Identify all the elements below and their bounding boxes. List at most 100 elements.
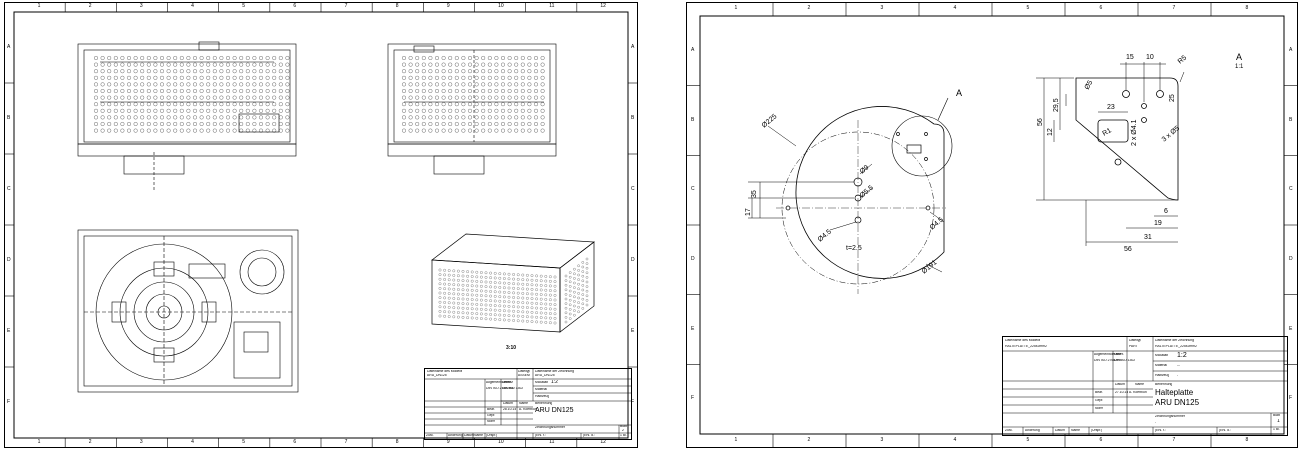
perforation-hole bbox=[577, 301, 580, 304]
perforation-hole bbox=[457, 274, 460, 278]
perforation-hole bbox=[199, 82, 204, 87]
perforation-hole bbox=[107, 121, 112, 126]
perforation-hole bbox=[484, 299, 488, 302]
sheet-count: 1 Bl. bbox=[620, 434, 627, 437]
perforation-hole bbox=[577, 310, 580, 314]
perforation-hole bbox=[484, 280, 488, 284]
perforation-hole bbox=[474, 128, 479, 133]
perforation-hole bbox=[272, 75, 277, 80]
perforation-hole bbox=[179, 82, 184, 87]
grid-col-label-2-bottom: 2 bbox=[807, 437, 811, 443]
perforation-hole bbox=[549, 284, 552, 288]
perforation-hole bbox=[258, 88, 263, 93]
perforation-hole bbox=[461, 288, 465, 292]
perforation-hole bbox=[553, 298, 557, 302]
perforation-hole bbox=[225, 75, 230, 80]
perforation-hole bbox=[225, 108, 230, 113]
perforation-hole bbox=[448, 69, 453, 74]
perforation-hole bbox=[549, 289, 552, 292]
perforation-hole bbox=[146, 88, 151, 93]
perforation-hole bbox=[219, 75, 224, 80]
perforation-hole bbox=[225, 62, 230, 67]
perforation-hole bbox=[585, 271, 589, 275]
perforation-hole bbox=[501, 75, 506, 80]
perforation-hole bbox=[516, 305, 520, 309]
perforation-hole bbox=[514, 102, 519, 107]
grid-col-label-12-top: 12 bbox=[600, 3, 606, 9]
perforation-hole bbox=[461, 283, 465, 287]
perforation-hole bbox=[544, 293, 548, 297]
perforation-hole bbox=[285, 56, 290, 61]
perforation-hole bbox=[225, 128, 230, 133]
perforation-hole bbox=[474, 82, 479, 87]
perforation-hole bbox=[435, 82, 440, 87]
perforation-hole bbox=[568, 271, 572, 274]
grid-row-label-A-right: A bbox=[1289, 46, 1293, 53]
perforation-hole bbox=[539, 311, 543, 315]
perforation-hole bbox=[140, 69, 145, 74]
perforation-hole bbox=[179, 102, 184, 107]
perforation-hole bbox=[487, 108, 492, 113]
perforation-hole bbox=[526, 306, 529, 309]
perforation-hole bbox=[535, 315, 538, 319]
perforation-hole bbox=[408, 56, 413, 61]
perforation-hole bbox=[402, 108, 407, 113]
perforation-hole bbox=[126, 102, 131, 107]
perforation-hole bbox=[474, 75, 479, 80]
perforation-hole bbox=[527, 69, 532, 74]
designation-label: Benennung bbox=[1155, 383, 1173, 386]
perforation-hole bbox=[133, 102, 138, 107]
perforation-hole bbox=[258, 75, 263, 80]
perforation-hole bbox=[285, 69, 290, 74]
perforation-hole bbox=[454, 128, 459, 133]
scale-label: Maßstab bbox=[1155, 354, 1169, 357]
grid-row-label-A-left: A bbox=[691, 46, 695, 53]
perforation-hole bbox=[480, 317, 483, 320]
perforation-hole bbox=[553, 289, 557, 293]
perforation-hole bbox=[245, 56, 250, 61]
perforation-hole bbox=[581, 265, 585, 269]
perforation-hole bbox=[475, 312, 479, 316]
perforation-hole bbox=[447, 282, 451, 286]
perforation-hole bbox=[212, 115, 217, 120]
perforation-hole bbox=[252, 75, 257, 80]
perforation-hole bbox=[126, 88, 131, 93]
perforation-hole bbox=[512, 291, 515, 295]
perforation-hole bbox=[120, 69, 125, 74]
grid-col-label-3-bottom: 3 bbox=[880, 437, 884, 443]
grid-col-label-8-top: 8 bbox=[1245, 5, 1249, 11]
perforation-hole bbox=[206, 62, 211, 67]
perforation-hole bbox=[549, 275, 552, 279]
perforation-hole bbox=[481, 69, 486, 74]
perforation-hole bbox=[153, 82, 158, 87]
doc-type-label: Dateityp bbox=[1129, 339, 1142, 342]
perforation-hole bbox=[475, 303, 479, 306]
perforation-hole bbox=[120, 62, 125, 67]
perforation-hole bbox=[489, 271, 492, 275]
perforation-hole bbox=[481, 62, 486, 67]
perforation-hole bbox=[435, 128, 440, 133]
rev-header-name: Name bbox=[1071, 429, 1081, 432]
perforation-hole bbox=[159, 102, 164, 107]
perforation-hole bbox=[166, 128, 171, 133]
perforation-hole bbox=[443, 278, 446, 281]
perforation-hole bbox=[466, 270, 469, 274]
perforation-hole bbox=[549, 279, 552, 283]
perforation-hole bbox=[481, 128, 486, 133]
perforation-hole bbox=[232, 95, 237, 100]
perforation-hole bbox=[521, 310, 525, 314]
perforation-hole bbox=[232, 108, 237, 113]
perforation-hole bbox=[186, 88, 191, 93]
perforation-hole bbox=[421, 56, 426, 61]
perforation-hole bbox=[470, 298, 474, 301]
perforation-hole bbox=[166, 88, 171, 93]
perforation-hole bbox=[530, 283, 534, 287]
perforation-hole bbox=[186, 95, 191, 100]
perforation-hole bbox=[278, 128, 283, 133]
perforation-hole bbox=[568, 303, 572, 307]
perforation-hole bbox=[487, 75, 492, 80]
perforation-hole bbox=[452, 287, 456, 291]
perforation-hole bbox=[520, 69, 525, 74]
perforation-hole bbox=[153, 102, 158, 107]
perforation-hole bbox=[438, 268, 442, 272]
